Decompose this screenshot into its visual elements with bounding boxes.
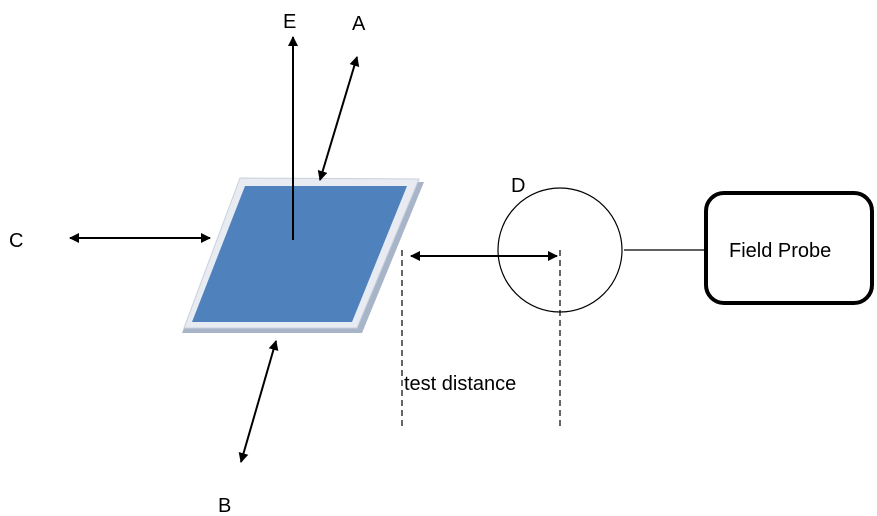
device-panel — [182, 177, 424, 333]
panel-face — [192, 186, 407, 322]
label-field-probe: Field Probe — [729, 240, 831, 262]
label-test-distance: test distance — [404, 373, 516, 395]
label-d: D — [511, 175, 525, 197]
label-a: A — [352, 13, 366, 35]
label-e: E — [283, 11, 296, 33]
arrow-a — [317, 56, 360, 181]
label-c: C — [9, 230, 23, 252]
circle-d — [497, 187, 623, 313]
arrow-b — [238, 340, 279, 463]
label-b: B — [218, 495, 231, 516]
field-probe-box — [704, 191, 874, 305]
